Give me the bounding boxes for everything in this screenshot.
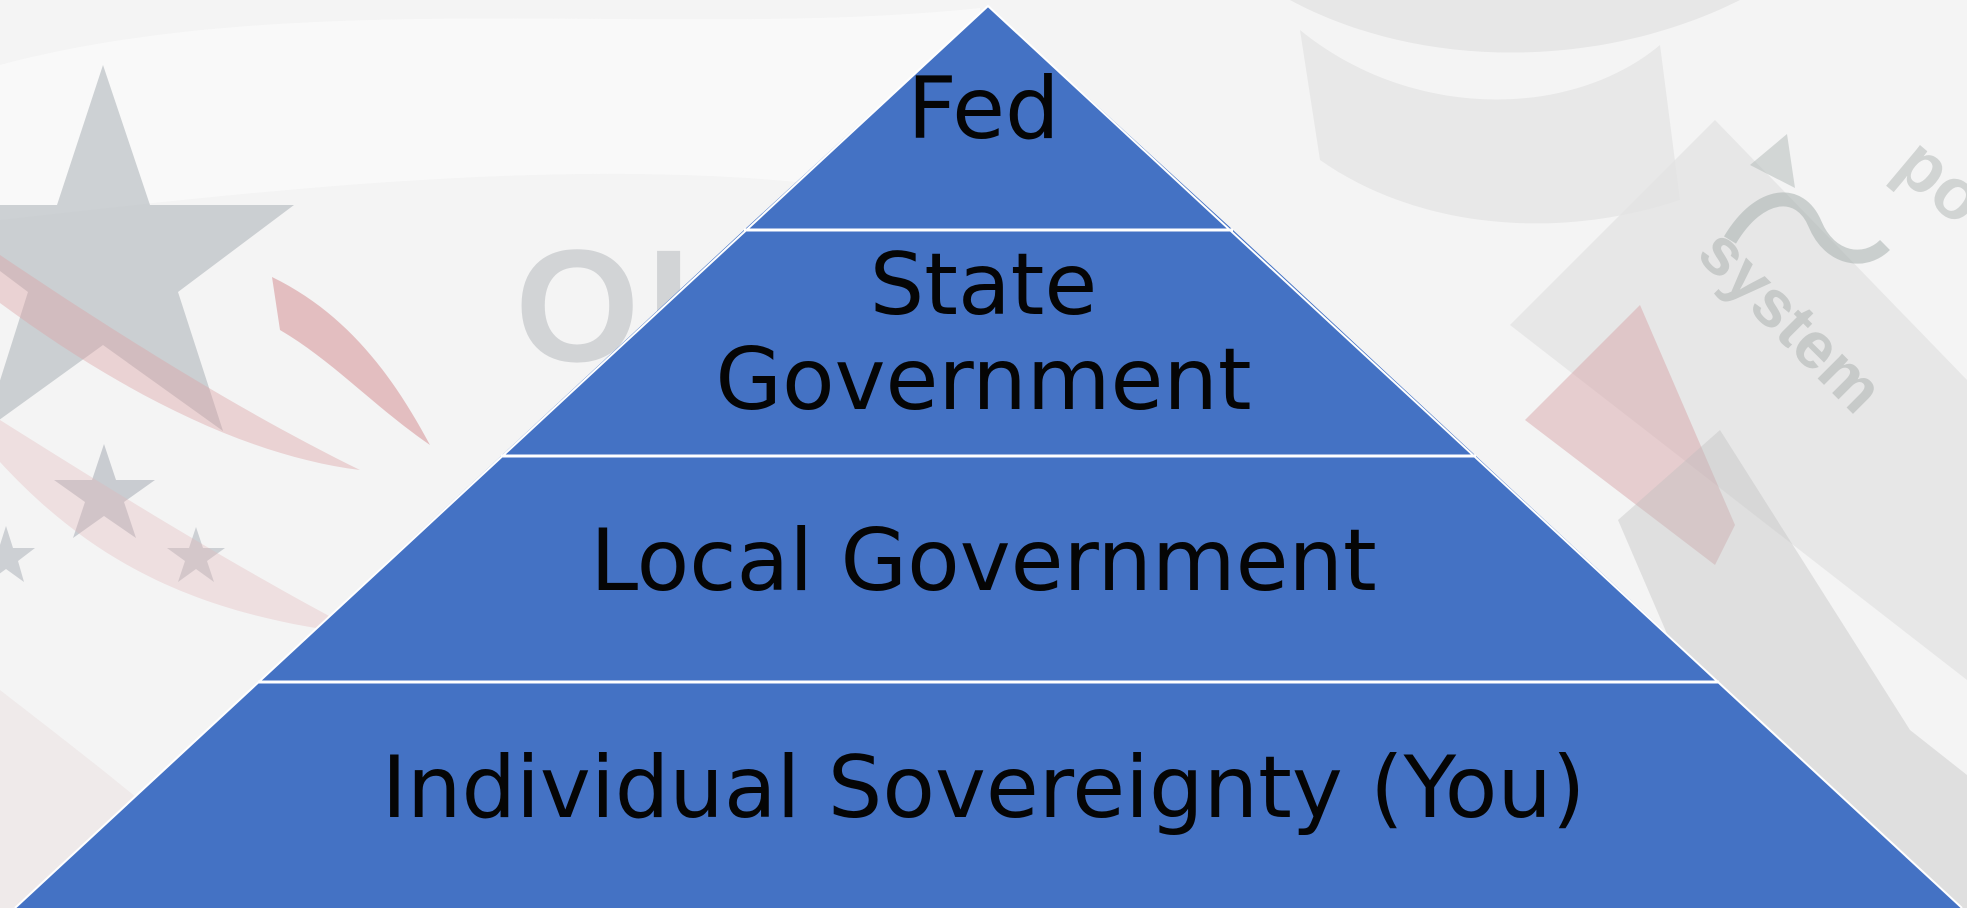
pyramid-tier-state-government (501, 230, 1476, 456)
paper-arrow-icon (1750, 134, 1795, 188)
paper-sign (1510, 120, 1967, 680)
tiny-star-right-icon (167, 527, 225, 582)
red-swoosh-lower (0, 420, 365, 635)
paper-line-doodle (1723, 192, 1890, 264)
large-star-icon (0, 65, 294, 431)
tiny-star-left-icon (0, 526, 35, 582)
red-swoosh-small (272, 277, 430, 445)
small-star-icon (54, 444, 155, 538)
right-shadow-panel (1618, 430, 1967, 908)
red-paper-strip (1525, 305, 1735, 565)
seal-ring-shadow (1300, 30, 1680, 224)
pyramid-outline (14, 4, 1963, 908)
white-flag-wave (0, 8, 980, 220)
pyramid-tier-local-government (258, 456, 1719, 682)
pyramid-tier-individual-sovereignty (15, 682, 1962, 908)
pyramid-tier-fed (744, 6, 1233, 230)
seal-top-shadow (1290, 0, 1740, 53)
